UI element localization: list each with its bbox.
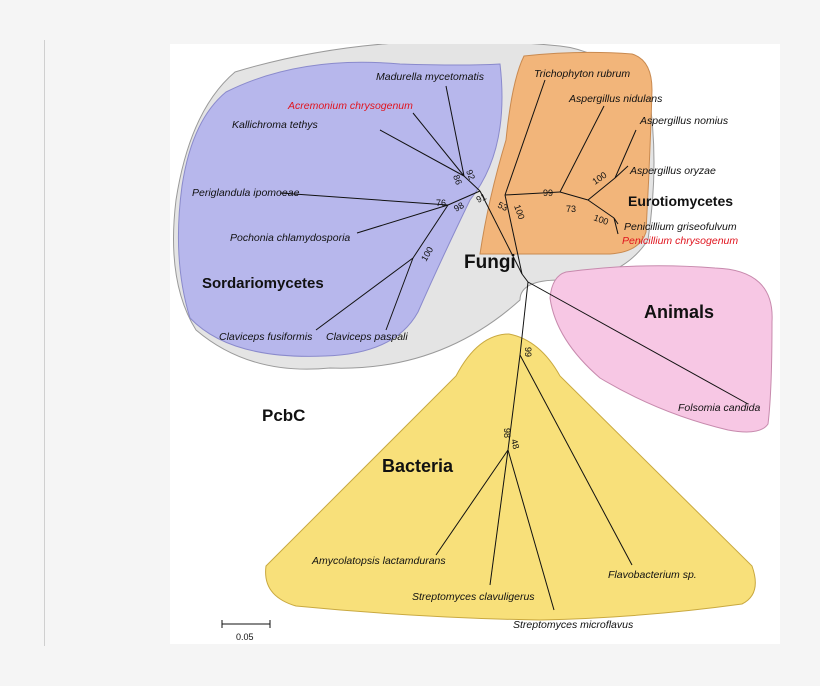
clade-label-eurotiomycetes: Eurotiomycetes xyxy=(628,193,733,209)
taxon-claviceps-paspali: Claviceps paspali xyxy=(326,331,408,343)
bacteria-region xyxy=(265,333,756,621)
taxon-streptomyces-microflavus: Streptomyces microflavus xyxy=(513,619,634,631)
clade-label-animals: Animals xyxy=(644,302,714,322)
taxon-madurella: Madurella mycetomatis xyxy=(376,71,485,83)
scale-bar: 0.05 xyxy=(221,620,271,642)
bootstrap-value: 99 xyxy=(543,188,553,198)
bootstrap-value: 86 xyxy=(451,173,464,186)
taxon-claviceps-fusiformis: Claviceps fusiformis xyxy=(219,331,313,343)
taxon-folsomia: Folsomia candida xyxy=(678,402,760,414)
clade-label-fungi: Fungi xyxy=(464,252,516,273)
phylogenetic-tree-figure: Fungi Sordariomycetes Eurotiomycetes Ani… xyxy=(170,44,780,644)
taxon-streptomyces-clavuligerus: Streptomyces clavuligerus xyxy=(412,591,535,603)
bootstrap-value: 91 xyxy=(475,192,488,205)
bootstrap-value: 99 xyxy=(523,347,533,357)
taxon-amycolatopsis: Amycolatopsis lactamdurans xyxy=(311,555,446,567)
taxon-acremonium: Acremonium chrysogenum xyxy=(287,100,413,112)
bootstrap-value: 48 xyxy=(509,438,521,450)
taxon-penicillium-griseofulvum: Penicillium griseofulvum xyxy=(624,221,737,233)
taxon-trichophyton: Trichophyton rubrum xyxy=(534,68,630,80)
eurotiomycetes-region xyxy=(479,51,653,255)
taxon-aspergillus-nidulans: Aspergillus nidulans xyxy=(568,93,663,105)
bootstrap-value: 98 xyxy=(452,200,466,214)
bootstrap-value: 100 xyxy=(512,203,527,221)
taxon-penicillium-chrysogenum: Penicillium chrysogenum xyxy=(622,235,738,247)
taxon-flavobacterium: Flavobacterium sp. xyxy=(608,569,697,581)
taxon-pochonia: Pochonia chlamydosporia xyxy=(230,232,350,244)
taxon-kallichroma: Kallichroma tethys xyxy=(232,119,319,131)
bootstrap-value: 73 xyxy=(566,204,576,214)
bootstrap-value: 76 xyxy=(436,198,446,208)
sordariomycetes-region xyxy=(177,61,503,357)
protein-label: PcbC xyxy=(262,406,305,425)
animals-region xyxy=(549,265,773,433)
taxon-aspergillus-oryzae: Aspergillus oryzae xyxy=(629,165,716,177)
taxon-aspergillus-nomius: Aspergillus nomius xyxy=(639,115,729,127)
bootstrap-value: 100 xyxy=(592,212,610,227)
taxon-periglandula: Periglandula ipomoeae xyxy=(192,187,300,199)
bootstrap-value: 92 xyxy=(464,168,477,181)
left-divider xyxy=(44,40,45,646)
tree-branches xyxy=(279,79,749,611)
clade-label-bacteria: Bacteria xyxy=(382,456,454,476)
tree-svg: Fungi Sordariomycetes Eurotiomycetes Ani… xyxy=(173,44,773,642)
bootstrap-value: 53 xyxy=(496,200,509,213)
scale-bar-label: 0.05 xyxy=(236,632,254,642)
bootstrap-value: 98 xyxy=(502,428,512,438)
clade-label-sordariomycetes: Sordariomycetes xyxy=(202,275,324,292)
